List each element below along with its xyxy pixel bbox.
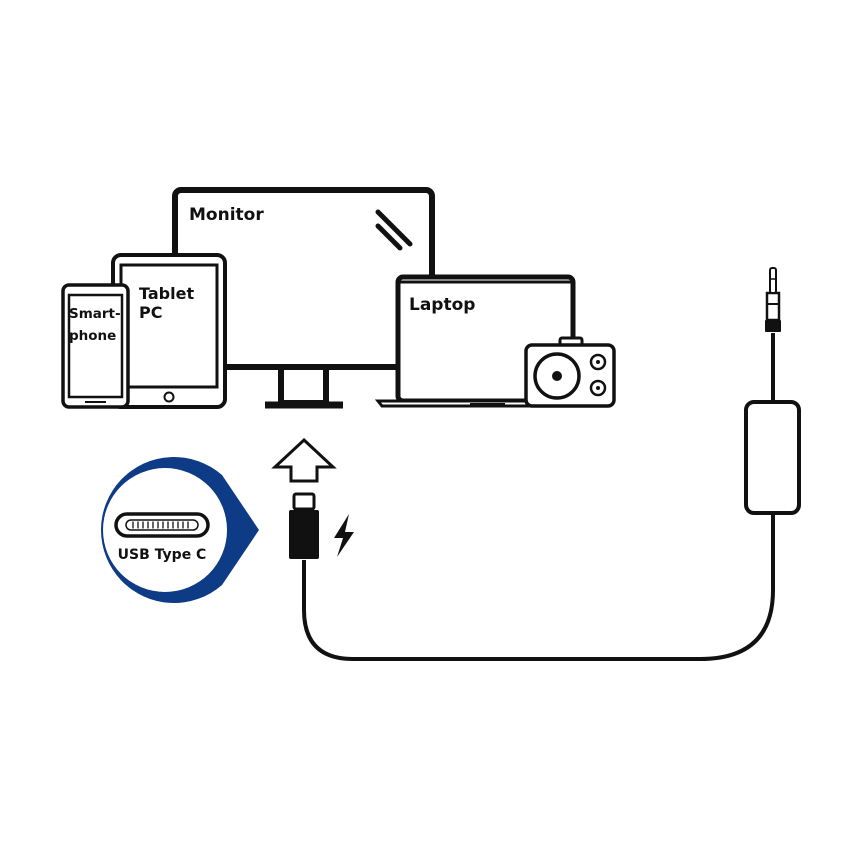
smartphone-label-line1: Smart-: [69, 306, 121, 322]
monitor-label: Monitor: [189, 205, 264, 225]
audio-jack-plug-icon: [765, 267, 781, 332]
tablet-home-button: [163, 391, 175, 403]
camera-icon: [524, 336, 616, 408]
smartphone: Smart- phone: [61, 283, 130, 409]
tablet-label-line1: Tablet: [139, 284, 194, 303]
laptop-base: [374, 399, 544, 408]
jack-collar: [765, 320, 781, 332]
arrow-up-icon: [271, 437, 337, 483]
screen-glare-icon: [375, 223, 403, 251]
lightning-bolt-icon: [334, 514, 354, 557]
camera-dial-top-dot: [596, 360, 600, 364]
usb-c-plug-housing: [289, 510, 319, 559]
laptop-label: Laptop: [409, 295, 475, 315]
usb-c-port-inner: [125, 519, 199, 531]
jack-tip: [769, 267, 777, 294]
usb-c-port-pins: [132, 521, 189, 529]
usb-type-c-badge: USB Type C: [101, 457, 259, 603]
camera-lens-inner: [552, 371, 562, 381]
inline-box: [744, 400, 801, 515]
jack-sleeve: [765, 291, 781, 322]
smartphone-screen: [67, 293, 124, 399]
monitor-neck: [278, 364, 329, 406]
screen-glare-icon: [375, 209, 413, 247]
tablet: Tablet PC: [111, 253, 227, 409]
tablet-label-line2: PC: [139, 303, 162, 322]
badge-label: USB Type C: [118, 547, 207, 563]
smartphone-label-line2: phone: [69, 328, 116, 344]
cable: [302, 515, 775, 661]
camera-dial-bottom-dot: [596, 386, 600, 390]
usb-c-plug-tip: [292, 492, 316, 511]
usb-c-plug-icon: [289, 492, 319, 559]
